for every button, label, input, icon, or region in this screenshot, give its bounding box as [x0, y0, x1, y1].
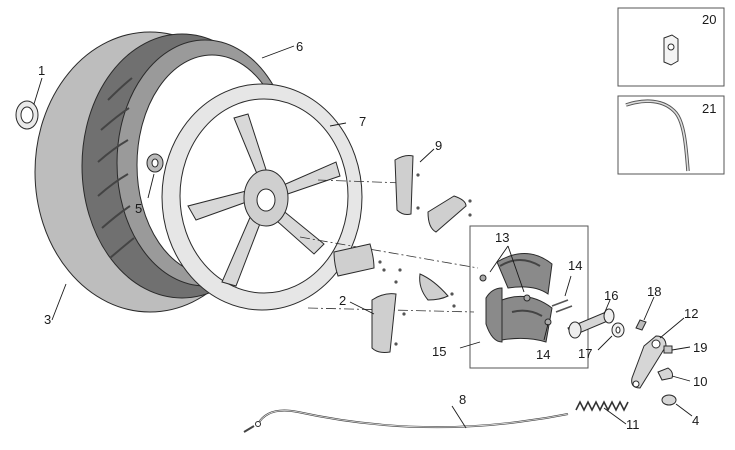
brake-cam-shaft	[567, 308, 625, 339]
callout-7: 7	[359, 114, 366, 129]
callout-11: 11	[626, 417, 640, 432]
brake-lever-assembly	[631, 319, 677, 406]
callout-9: 9	[435, 138, 442, 153]
callout-8: 8	[459, 392, 466, 407]
callout-21: 21	[702, 101, 716, 116]
callout-14-top: 14	[568, 258, 582, 273]
brake-lining-pads	[333, 155, 467, 353]
circlip-part-1	[15, 100, 39, 130]
inset-box-20	[617, 7, 725, 87]
callout-19: 19	[693, 340, 707, 355]
callout-18: 18	[647, 284, 661, 299]
callout-1: 1	[38, 63, 45, 78]
callout-14-bottom: 14	[536, 347, 550, 362]
callout-15: 15	[432, 344, 446, 359]
callout-20: 20	[702, 12, 716, 27]
leader-lines	[33, 45, 693, 429]
callout-12: 12	[684, 306, 698, 321]
rivets	[378, 173, 472, 346]
brake-cable	[243, 409, 569, 433]
callout-17: 17	[578, 346, 592, 361]
callout-3: 3	[44, 312, 51, 327]
callout-10: 10	[693, 374, 707, 389]
callout-5: 5	[135, 201, 142, 216]
alignment-lines	[299, 179, 479, 313]
cable-spring	[575, 400, 629, 412]
callout-labels: 1 2 3 4 5 6 7 8 9 10 11 12 13 14 14 15 1…	[38, 12, 716, 432]
callout-6: 6	[296, 39, 303, 54]
inset-box-21	[617, 95, 725, 175]
callout-16: 16	[604, 288, 618, 303]
callout-13: 13	[495, 230, 509, 245]
spacer-part-5	[146, 153, 164, 173]
callout-4: 4	[692, 413, 699, 428]
brake-shoe-box	[469, 225, 589, 369]
callout-2: 2	[339, 293, 346, 308]
rim	[161, 83, 363, 311]
